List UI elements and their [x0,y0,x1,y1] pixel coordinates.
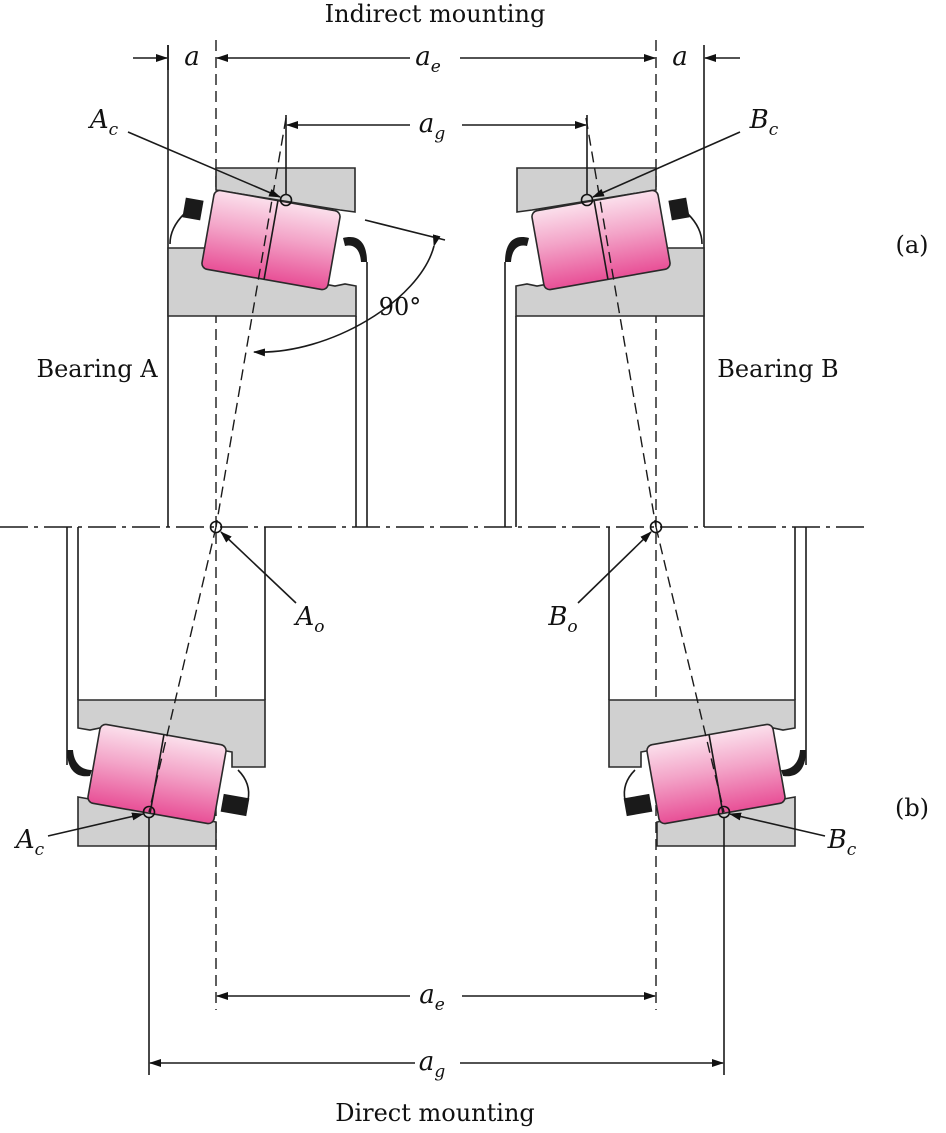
label-ac-bottom: Ac [14,825,45,860]
part-label-a: (a) [895,231,928,259]
leader-ac-bottom [47,812,144,837]
pressure-line-b-bottom [655,526,725,813]
angle-arc-arrow [253,234,441,357]
dim-ag-top: ag [419,109,446,144]
dim-a-right: a [672,42,688,72]
bearing-a-bottom [66,527,266,847]
label-ac-top: Ac [88,105,119,140]
pressure-line-a-bottom [148,526,217,813]
dim-ae-top: ae [415,42,441,77]
angle-90-label: 90° [379,293,422,321]
bearing-a-top [167,45,368,527]
point-bc-bottom [717,805,731,819]
dim-ag-bottom: ag [419,1047,446,1082]
title-direct-mounting: Direct mounting [335,1099,535,1127]
leader-ao [220,531,297,604]
pressure-line-a-top [215,117,287,528]
dim-ae-bottom: ae [419,980,445,1015]
label-bo: Bo [547,602,577,637]
leader-bc-top [592,131,741,198]
angle-reference-line [364,219,446,241]
point-ac-bottom [142,805,156,819]
point-ao [209,520,223,534]
bearing-b-bottom [608,527,807,847]
bearing-b-label: Bearing B [717,355,838,383]
part-label-b: (b) [895,794,929,822]
point-bo [649,520,663,534]
label-bc-bottom: Bc [827,825,857,860]
title-indirect-mounting: Indirect mounting [325,0,546,28]
leader-bc-bottom [729,812,826,837]
bearing-a-label: Bearing A [36,355,158,383]
bearing-b-top [504,45,705,527]
leader-bo [577,531,652,604]
label-ao: Ao [293,602,324,637]
dim-a-left: a [184,42,200,72]
pressure-line-b-top [585,117,657,528]
leader-ac-top [127,131,281,198]
label-bc-top: Bc [749,105,779,140]
